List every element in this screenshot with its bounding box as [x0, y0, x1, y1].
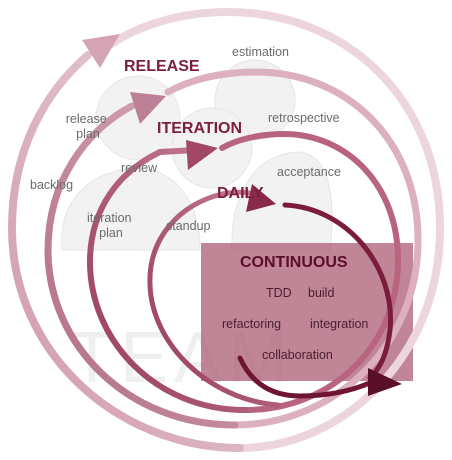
daily-arrowhead	[186, 140, 218, 170]
daily-arrow	[86, 130, 402, 413]
team-body-right	[231, 151, 333, 251]
label-tdd: TDD	[266, 286, 292, 300]
label-backlog: backlog	[30, 178, 73, 192]
label-iteration-plan-line: iteration	[87, 211, 132, 225]
iteration-arrow	[44, 68, 422, 429]
release-title: RELEASE	[124, 58, 200, 75]
team-body-left	[61, 167, 201, 251]
label-iteration-plan-line-2: plan	[99, 226, 123, 240]
continuous-title: CONTINUOUS	[240, 254, 348, 271]
label-review: review	[121, 161, 158, 175]
iteration-title: ITERATION	[157, 120, 242, 137]
continuous-arrowhead-top	[246, 184, 276, 212]
label-integration: integration	[310, 317, 368, 331]
continuous-arrowhead-bottom	[368, 368, 402, 396]
label-collaboration: collaboration	[262, 348, 333, 362]
continuous-arrow	[147, 184, 402, 408]
release-arrow	[7, 7, 445, 452]
label-estimation: estimation	[232, 45, 289, 59]
iteration-arrowhead	[130, 92, 166, 124]
label-refactoring: refactoring	[222, 317, 281, 331]
label-iteration-plan: iteration plan	[87, 211, 135, 240]
label-acceptance: acceptance	[277, 165, 341, 179]
label-build: build	[308, 286, 334, 300]
label-standup: standup	[166, 219, 211, 233]
label-release-plan-line-2: plan	[76, 127, 100, 141]
daily-title: DAILY	[217, 185, 264, 202]
label-release-plan: release plan	[66, 112, 110, 141]
release-arrowhead	[82, 34, 120, 68]
label-retrospective: retrospective	[268, 111, 340, 125]
label-release-plan-line: release	[66, 112, 107, 126]
